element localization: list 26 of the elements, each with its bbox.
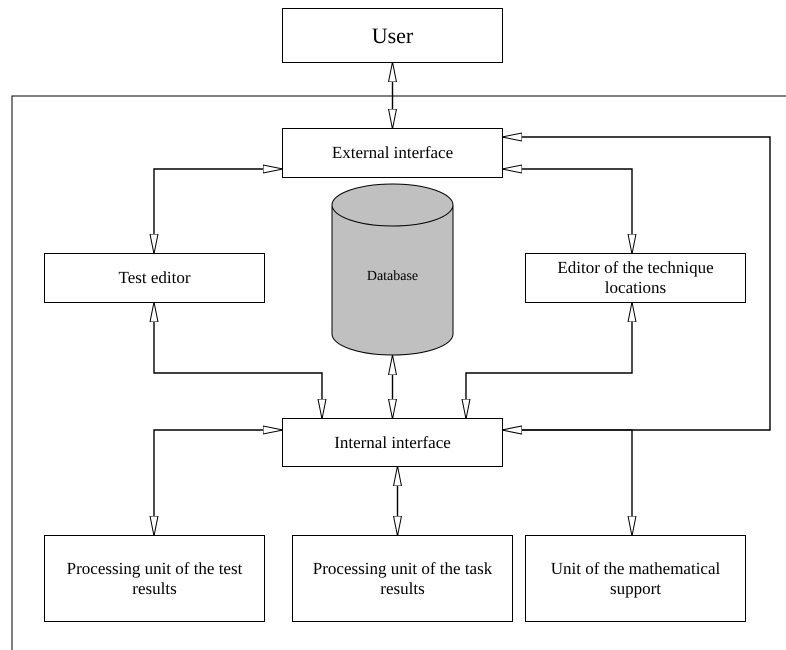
double-arrow — [150, 302, 326, 420]
process-box — [44, 253, 265, 303]
node-label: External interface — [332, 143, 454, 163]
node-label: Test editor — [118, 268, 190, 288]
node-label: Processing unit of the test results — [66, 558, 244, 598]
double-arrow — [502, 164, 636, 254]
double-arrow — [393, 466, 402, 536]
process-box — [44, 535, 265, 622]
node-label: Processing unit of the task results — [312, 558, 492, 598]
process-box — [292, 535, 513, 622]
node-label: Unit of the mathematical support — [550, 558, 722, 598]
double-arrow — [150, 164, 284, 254]
process-box — [282, 418, 503, 467]
process-box — [525, 535, 746, 622]
double-arrow — [462, 302, 636, 420]
double-arrow — [150, 426, 284, 536]
node-label: User — [372, 22, 414, 48]
process-box — [525, 253, 746, 303]
double-arrow — [388, 354, 397, 420]
process-box — [282, 8, 503, 63]
process-box — [282, 128, 503, 178]
double-arrow — [388, 62, 397, 130]
node-label: Internal interface — [334, 432, 451, 452]
double-arrow — [502, 426, 636, 536]
node-label: Database — [366, 269, 418, 286]
node-label: Editor of the technique locations — [556, 258, 715, 298]
